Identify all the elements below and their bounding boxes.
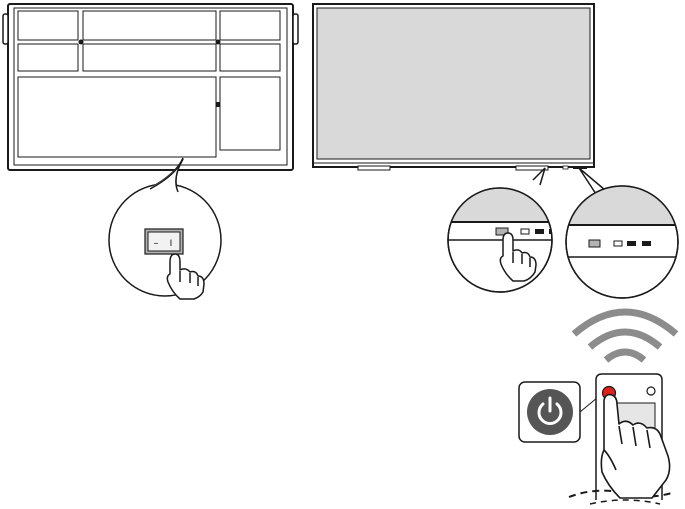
hand-pointer-icon — [600, 393, 671, 499]
signal-waves-icon — [571, 308, 679, 363]
key — [627, 241, 636, 246]
mount-points — [78, 39, 221, 107]
display-front-view — [312, 3, 595, 171]
rear-panel — [219, 43, 281, 72]
key — [642, 241, 651, 246]
display-rear-frame — [7, 3, 294, 171]
rear-panel — [219, 76, 281, 151]
sensor — [613, 240, 623, 247]
front-keys-callout — [565, 167, 679, 299]
hand-pointer-icon — [499, 232, 537, 282]
rear-panel — [82, 43, 217, 72]
switch-on-symbol: I — [170, 239, 173, 249]
key — [549, 229, 552, 234]
display-rear-inner — [13, 7, 288, 166]
hand-pointer-icon — [166, 253, 205, 300]
display-rear-view — [2, 3, 299, 171]
rocker-switch-callout: – I — [108, 157, 222, 300]
power-button — [588, 239, 601, 248]
rocker-switch-icon: – I — [144, 228, 184, 255]
rear-panel — [17, 76, 217, 158]
power-button — [495, 227, 509, 236]
front-power-button — [562, 165, 569, 170]
mount-point — [216, 102, 220, 107]
rear-panel — [219, 10, 281, 41]
front-speaker-right — [515, 165, 549, 171]
remote-tilt-lines — [568, 489, 676, 498]
mount-point — [215, 39, 221, 45]
switch-off-symbol: – — [154, 238, 159, 249]
front-speaker-left — [357, 165, 391, 171]
remote-indicator — [646, 386, 656, 396]
left-handle — [2, 13, 9, 45]
power-icon-badge — [518, 381, 604, 443]
rear-panel — [82, 10, 217, 41]
sensor — [520, 228, 530, 235]
rear-panel — [17, 10, 79, 41]
power-icon — [537, 396, 563, 425]
front-keys — [573, 166, 587, 169]
front-button-callout — [447, 167, 553, 293]
right-handle — [292, 13, 299, 45]
display-screen — [316, 7, 591, 160]
mount-point — [78, 39, 84, 45]
key — [535, 229, 544, 234]
rear-panel — [17, 43, 79, 72]
